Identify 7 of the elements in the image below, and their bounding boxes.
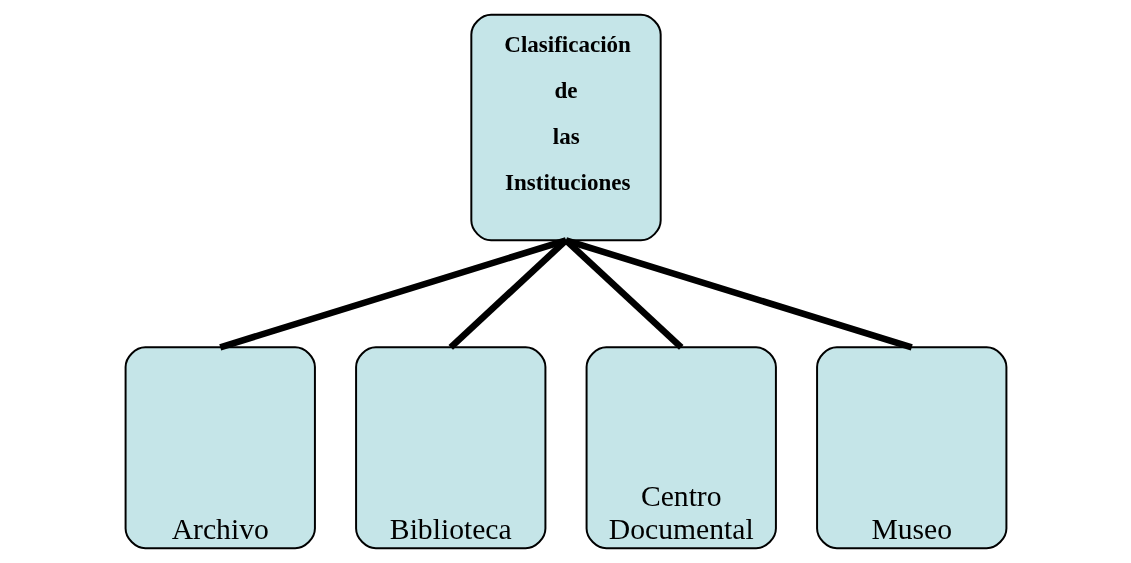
node-box: Biblioteca (354, 346, 546, 550)
node-box: Centro Documental (585, 346, 777, 550)
node-box: Museo (815, 346, 1007, 550)
node-box: Clasificación de las Instituciones (469, 13, 662, 242)
connector (218, 237, 567, 351)
connector (564, 237, 913, 351)
node-box: Archivo (124, 346, 316, 550)
